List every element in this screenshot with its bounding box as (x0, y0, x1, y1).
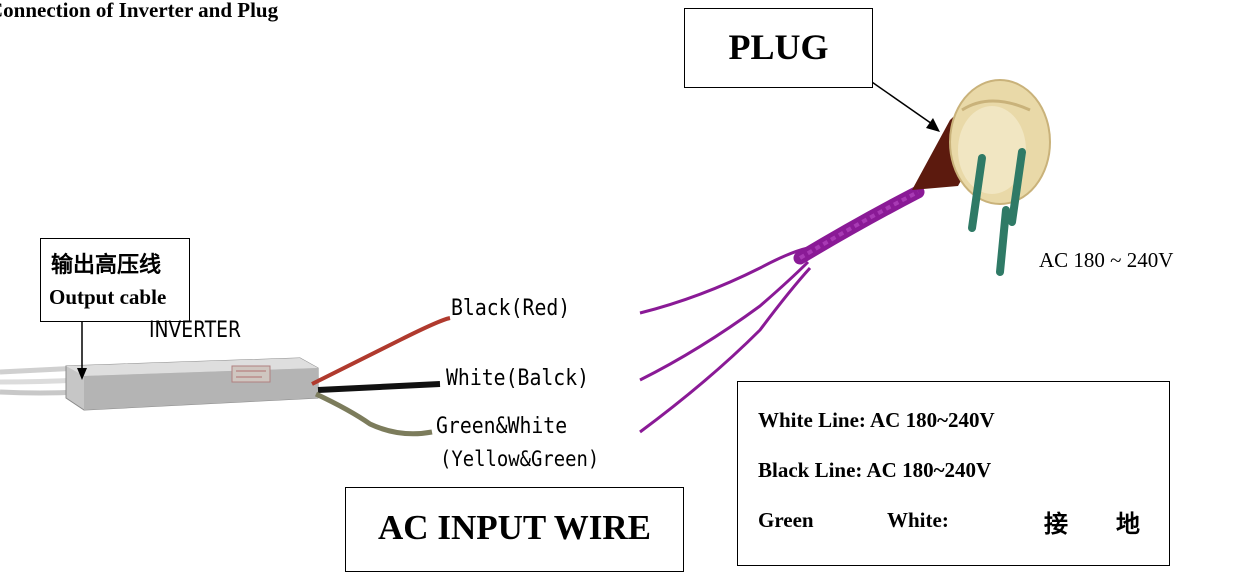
plug-label-box: PLUG (684, 8, 873, 88)
green-wire (314, 391, 433, 437)
inverter-label: INVERTER (149, 318, 241, 343)
wire-label-white: White(Balck) (446, 366, 590, 391)
plug (912, 79, 1051, 276)
red-wire (311, 316, 451, 386)
plug-arrow (868, 79, 940, 132)
inverter-sticker (231, 365, 271, 383)
output-cable-box: 输出高压线 Output cable (40, 238, 190, 322)
legend-box: White Line: AC 180~240V Black Line: AC 1… (737, 381, 1170, 566)
output-cable-english: Output cable (49, 285, 167, 309)
wire-label-green: Green&White (436, 414, 568, 439)
legend-white-line: White Line: AC 180~240V (758, 408, 995, 432)
legend-ground-char-2: 地 (1116, 510, 1140, 538)
legend-green-label: Green (758, 508, 814, 532)
inverter-body (65, 357, 319, 411)
plug-label: PLUG (728, 27, 829, 67)
output-cable-chinese: 输出高压线 (51, 253, 162, 278)
ac-input-label: AC INPUT WIRE (378, 508, 651, 547)
black-wire (317, 381, 441, 393)
legend-green-white: White: (887, 508, 949, 532)
prong-left (968, 154, 986, 232)
page-title: Connection of Inverter and Plug (0, 0, 279, 22)
wire-label-green-sub: (Yellow&Green) (440, 447, 600, 471)
ac-input-purple-wires (639, 246, 812, 434)
wire-label-black: Black(Red) (451, 296, 571, 321)
legend-ground-char-1: 接 (1044, 510, 1068, 538)
prong-right (1008, 148, 1026, 226)
prong-ground (996, 206, 1010, 276)
legend-black-line: Black Line: AC 180~240V (758, 458, 992, 482)
ac-input-box: AC INPUT WIRE (345, 487, 684, 572)
voltage-label: AC 180 ~ 240V (1039, 248, 1174, 272)
output-cable-arrow (77, 322, 87, 380)
